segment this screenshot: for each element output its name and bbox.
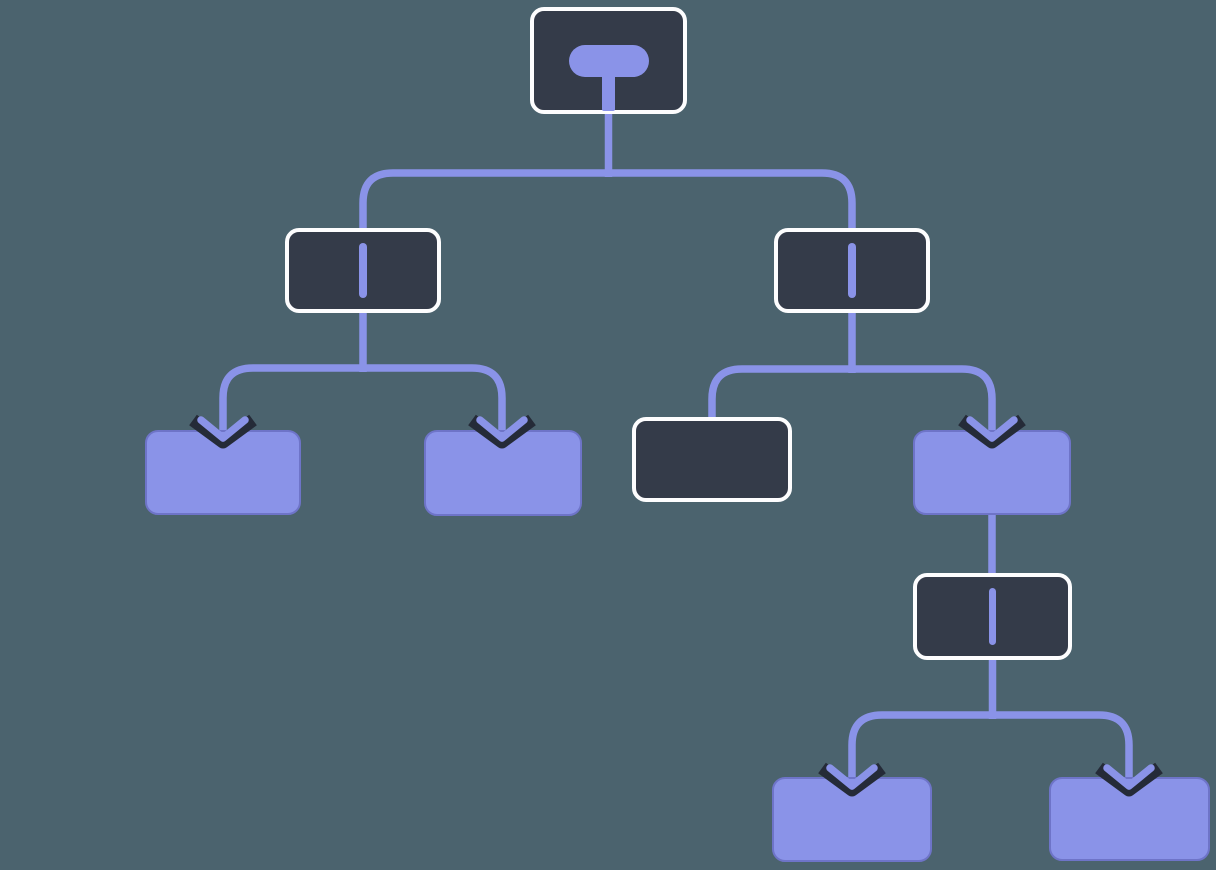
edge-bottom-split: [848, 711, 1133, 785]
chevron-down-icon: [958, 414, 1026, 449]
pass-through-line-icon: [988, 588, 997, 645]
leaf-d-node: [772, 777, 932, 862]
chevron-down-icon: [189, 414, 257, 449]
edge-left-split: [219, 364, 506, 437]
leaf-e-node: [1049, 777, 1210, 861]
edge-right-split: [708, 365, 996, 437]
branch-right-node: [774, 228, 930, 313]
page-dark-node: [632, 417, 792, 502]
arrow-into-leaf-d: [818, 762, 886, 797]
arrowhead-down-icon: [826, 764, 878, 790]
chevron-down-icon: [1095, 762, 1163, 797]
tree-root-icon: [568, 45, 649, 77]
chevron-down-icon: [818, 762, 886, 797]
pass-through-line-icon: [848, 243, 856, 298]
root-node: [530, 7, 687, 114]
branch-mid-node: [913, 573, 1072, 660]
tree-root-stem-icon: [602, 73, 615, 111]
edge-top-split: [359, 169, 856, 228]
leaf-b-node: [424, 430, 582, 516]
arrow-into-leaf-a: [189, 414, 257, 449]
arrowhead-down-icon: [197, 416, 249, 442]
leaf-c-node: [913, 430, 1071, 515]
chevron-down-icon: [468, 414, 536, 449]
arrow-into-leaf-c: [958, 414, 1026, 449]
branch-left-node: [285, 228, 441, 313]
leaf-a-node: [145, 430, 301, 515]
arrow-into-leaf-e: [1095, 762, 1163, 797]
pass-through-line-icon: [359, 243, 367, 298]
arrow-into-leaf-b: [468, 414, 536, 449]
arrowhead-down-icon: [476, 416, 528, 442]
arrowhead-down-icon: [966, 416, 1018, 442]
arrowhead-down-icon: [1103, 764, 1155, 790]
